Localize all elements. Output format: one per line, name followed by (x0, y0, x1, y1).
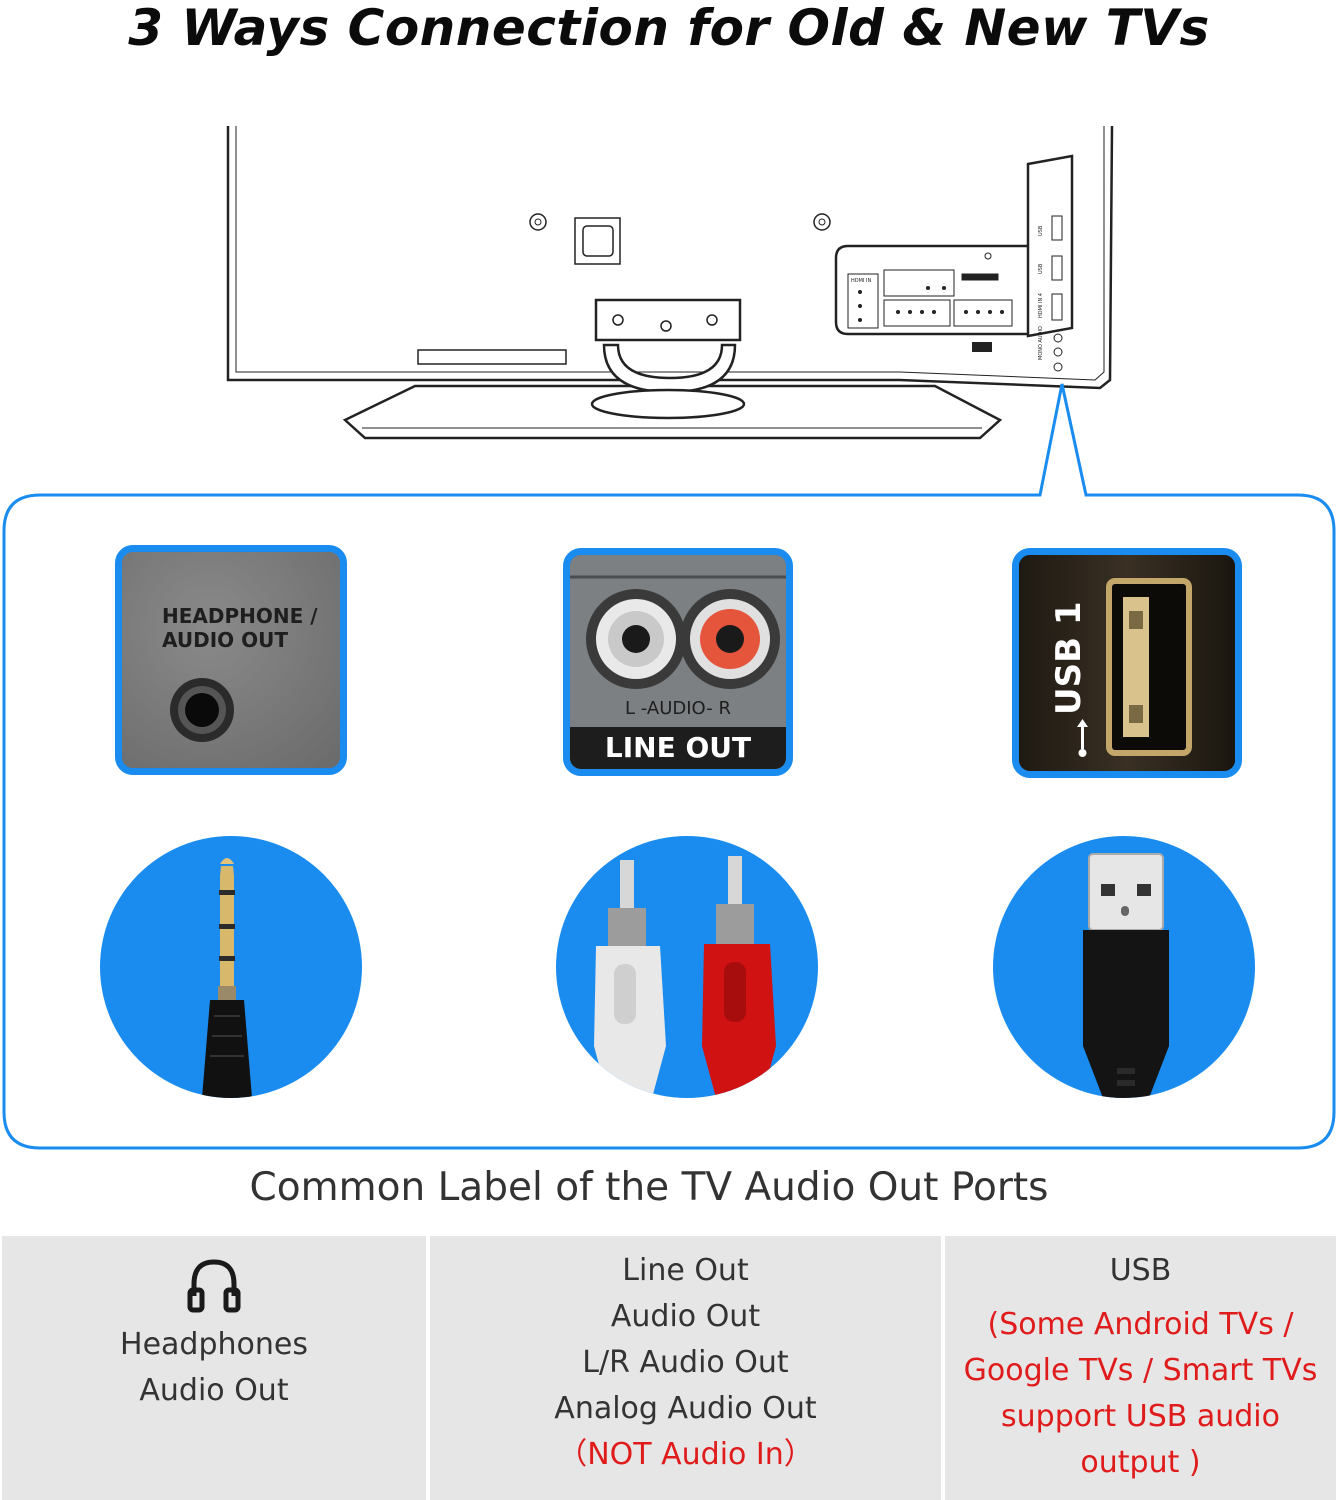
usb-plug-icon (993, 836, 1255, 1098)
lr-audio-out-label: L/R Audio Out (582, 1345, 789, 1380)
usb-label: USB (1109, 1253, 1172, 1288)
usb-note-line2: Google TVs / Smart TVs (963, 1353, 1318, 1388)
section-subtitle: Common Label of the TV Audio Out Ports (249, 1165, 1049, 1210)
headphones-label-line1: Headphones (120, 1327, 308, 1362)
usb-port-label: USB 1 (1049, 601, 1089, 715)
not-audio-in-note: （NOT Audio In） (557, 1437, 814, 1472)
headphone-port-photo: HEADPHONE / AUDIO OUT (115, 545, 347, 775)
callout-bubble (2, 383, 1336, 1150)
tv-back-illustration: HDMI IN USB USB HDMI IN 4 MONO AUDIO (226, 125, 1114, 440)
rca-plug-icon (556, 836, 818, 1098)
usb-note-line1: (Some Android TVs / (987, 1307, 1294, 1342)
page-title: 3 Ways Connection for Old & New TVs (128, 0, 1210, 57)
label-cell-usb: USB (Some Android TVs / Google TVs / Sma… (945, 1236, 1336, 1500)
usb-port-photo: USB 1 (1012, 548, 1242, 778)
panel-label-usb-2: USB (1038, 263, 1044, 274)
label-cell-line-out: Line Out Audio Out L/R Audio Out Analog … (430, 1236, 941, 1500)
headphones-icon (187, 1259, 241, 1313)
line-out-small-label: L -AUDIO- R (625, 698, 731, 719)
headphone-jack-plug-icon (100, 836, 362, 1098)
headphones-label-line2: Audio Out (139, 1373, 289, 1408)
panel-label-hdmi-in-4: HDMI IN 4 (1038, 293, 1044, 318)
headphone-label-line2: AUDIO OUT (162, 628, 288, 652)
audio-out-label: Audio Out (610, 1299, 761, 1334)
label-cell-headphones: Headphones Audio Out (2, 1236, 426, 1500)
usb-note-line4: output ) (1080, 1445, 1201, 1480)
panel-label-usb-1: USB (1038, 225, 1044, 236)
line-out-big-label: LINE OUT (604, 731, 752, 764)
headphone-jack-socket-icon (170, 678, 234, 742)
rca-sockets-icon (570, 555, 786, 769)
usb-socket-icon (1019, 555, 1235, 771)
line-out-port-photo: L -AUDIO- R LINE OUT (563, 548, 793, 776)
panel-label-mono-audio: MONO AUDIO (1038, 326, 1044, 360)
line-out-label: Line Out (622, 1253, 749, 1288)
analog-audio-out-label: Analog Audio Out (554, 1391, 817, 1426)
panel-label-hdmi-in: HDMI IN (851, 278, 871, 284)
usb-note-line3: support USB audio (1001, 1399, 1280, 1434)
headphone-label-line1: HEADPHONE / (162, 604, 318, 628)
